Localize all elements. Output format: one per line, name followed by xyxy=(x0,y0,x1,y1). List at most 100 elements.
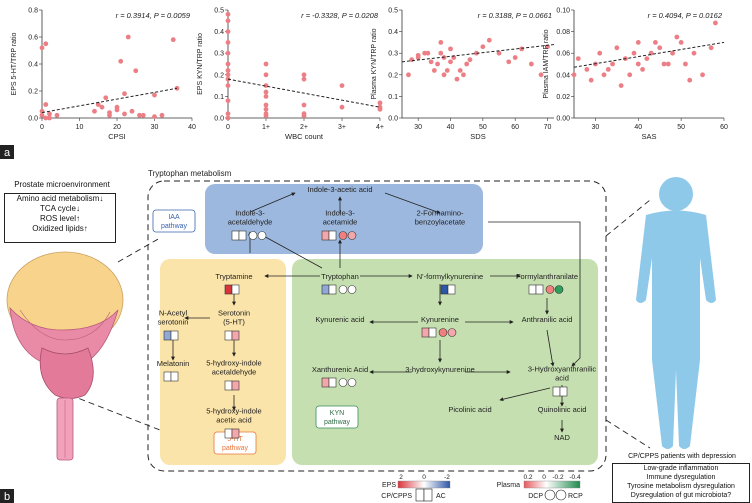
y-tick-label: 0.04 xyxy=(556,72,570,79)
data-point xyxy=(92,108,97,114)
data-point xyxy=(225,68,231,73)
data-point xyxy=(435,61,440,67)
x-axis-label: SDS xyxy=(470,132,485,141)
y-tick-label: 0.02 xyxy=(556,94,570,101)
iaa-pathway-text-1: IAA xyxy=(168,214,180,221)
node-melatonin: Melatonin xyxy=(157,359,189,382)
y-tick-label: 0.1 xyxy=(214,94,224,101)
patient-title: CP/CPPS patients with depression xyxy=(628,453,736,460)
data-point xyxy=(263,83,269,88)
legend-dcp-label: DCP xyxy=(528,493,543,500)
x-tick-label: 0 xyxy=(40,124,44,131)
data-point xyxy=(339,83,345,88)
legend-eps-tick-1: 2 xyxy=(399,474,403,481)
eps-cp-cpps-square xyxy=(321,284,330,295)
data-point xyxy=(653,40,658,45)
data-point xyxy=(691,50,697,56)
y-axis-label: EPS 5-HT/TRP ratio xyxy=(11,32,18,95)
node-kynurenic: Kynurenic acid xyxy=(315,315,364,324)
legend-rcp-label: RCP xyxy=(568,493,583,500)
data-point xyxy=(480,44,486,50)
data-point xyxy=(448,59,453,65)
node-tryptamine: Tryptamine xyxy=(215,272,253,295)
data-point xyxy=(263,113,269,119)
diagram-title: Tryptophan metabolism xyxy=(148,169,232,178)
data-point xyxy=(263,102,269,108)
data-point xyxy=(700,72,705,78)
data-point xyxy=(441,72,447,78)
node-label: acetaldehyde xyxy=(228,218,273,227)
node-label: Indole-3- xyxy=(325,209,355,218)
patient-silhouette-icon xyxy=(636,177,716,449)
plasma-dcp-circle xyxy=(545,285,555,294)
data-point xyxy=(225,83,231,88)
node-label: acetamide xyxy=(323,218,358,227)
x-tick-label: 0 xyxy=(226,124,230,131)
data-point xyxy=(225,40,231,45)
data-point xyxy=(47,111,52,117)
data-point xyxy=(415,52,421,58)
legend-plasma-tick-1: 0.2 xyxy=(523,474,532,481)
node-label: 2-Formamino- xyxy=(416,209,464,218)
data-point xyxy=(43,41,49,47)
data-point xyxy=(486,37,492,43)
data-point xyxy=(170,37,176,43)
plasma-rcp-circle xyxy=(347,285,357,294)
iaa-pathway-text-2: pathway xyxy=(161,223,188,230)
y-axis-label: Plasma IAM/TRP ratio xyxy=(543,29,550,98)
node-nformyl: N'-formylkynurenine xyxy=(417,272,483,295)
data-point xyxy=(225,98,231,104)
node-label: 3-hydroxykynurenine xyxy=(405,365,475,374)
x-tick-label: 60 xyxy=(720,124,728,131)
iaa-pathway-tag xyxy=(152,209,196,233)
data-point xyxy=(409,57,415,63)
data-point xyxy=(670,50,675,56)
patient-line-2: Immune dysregulation xyxy=(646,474,716,481)
prostate-info-box: Amino acid metabolism↓ TCA cycle↓ ROS le… xyxy=(4,193,116,243)
data-point xyxy=(431,68,437,73)
data-point xyxy=(687,77,693,83)
node-label: Tryptophan xyxy=(321,272,359,281)
node-indole3acetamide: Indole-3-acetamide xyxy=(321,209,358,241)
x-tick-label: 30 xyxy=(151,124,159,131)
node-label: Kynurenine xyxy=(421,315,459,324)
data-point xyxy=(605,67,611,72)
eps-ac-square xyxy=(170,371,179,382)
data-point xyxy=(538,72,544,78)
data-point xyxy=(473,50,479,56)
data-point xyxy=(225,61,231,67)
data-point xyxy=(425,50,431,56)
node-formylanth: Formylanthranilate xyxy=(516,272,578,295)
data-point xyxy=(644,56,650,61)
data-point xyxy=(39,45,45,51)
kyn-pathway-tag xyxy=(315,405,359,429)
data-point xyxy=(584,67,590,72)
node-nad: NAD xyxy=(554,433,570,442)
data-point xyxy=(713,20,718,26)
data-point xyxy=(118,58,124,64)
legend-cp-cpps-label: CP/CPPS xyxy=(381,493,412,500)
x-tick-label: 10 xyxy=(76,124,84,131)
pathway-container xyxy=(147,180,607,472)
data-point xyxy=(377,100,383,106)
plasma-dcp-circle xyxy=(338,231,348,240)
eps-cp-cpps-square xyxy=(224,428,233,439)
eps-cp-cpps-square xyxy=(440,284,449,295)
y-tick-label: 0.6 xyxy=(28,35,38,42)
eps-ac-square xyxy=(231,284,240,295)
data-point xyxy=(588,77,594,83)
panel-b-label-bg xyxy=(0,489,14,503)
node-label: Formylanthranilate xyxy=(516,272,578,281)
node-label: N'-formylkynurenine xyxy=(417,272,483,281)
x-tick-label: 3+ xyxy=(338,124,346,131)
data-point xyxy=(122,91,127,97)
panel-a-label: a xyxy=(4,147,11,159)
eps-cp-cpps-square xyxy=(321,230,330,241)
prostate-line-3: ROS level↑ xyxy=(39,214,80,223)
y-tick-label: 0.3 xyxy=(214,51,224,58)
data-point xyxy=(597,50,603,56)
